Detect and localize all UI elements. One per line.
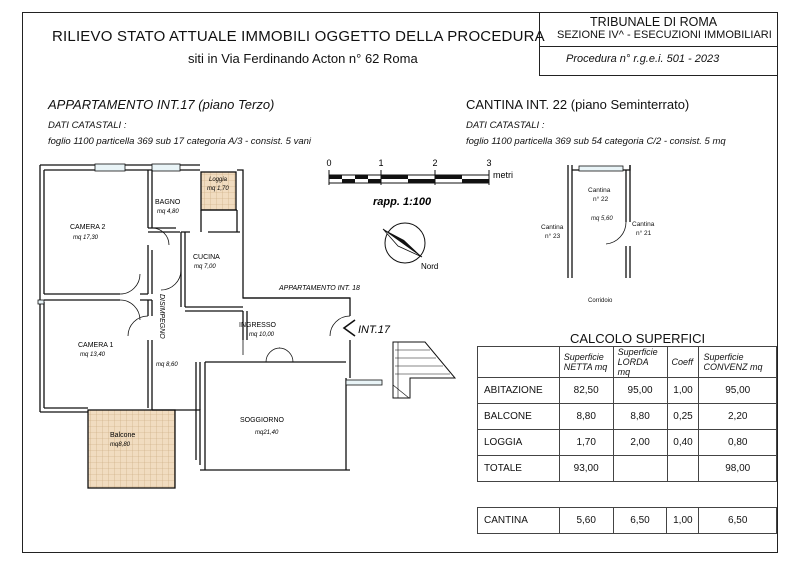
scale-tick-0: 0 bbox=[326, 158, 331, 168]
table-cell: 1,70 bbox=[558, 429, 614, 456]
cellar-23-label: Cantina bbox=[541, 224, 564, 231]
scale-ratio: rapp. 1:100 bbox=[373, 196, 432, 208]
room-cucina: CUCINA bbox=[193, 254, 220, 261]
area-calc-table: Superficie NETTA mq Superficie LORDA mq … bbox=[477, 346, 777, 482]
table-cell: 0,80 bbox=[698, 429, 777, 456]
room-ingresso-area: mq 10,00 bbox=[249, 332, 275, 338]
room-soggiorno-area: mq21,40 bbox=[255, 430, 279, 436]
north-label: Nord bbox=[421, 262, 438, 271]
court-section: SEZIONE IV^ - ESECUZIONI IMMOBILIARI bbox=[557, 29, 772, 41]
table-cell: 98,00 bbox=[698, 455, 777, 482]
scale-bar: 0 1 2 3 metri rapp. 1:100 bbox=[326, 158, 513, 208]
label-int17: INT.17 bbox=[358, 324, 391, 336]
scale-tick-1: 1 bbox=[378, 158, 383, 168]
table-cell bbox=[612, 455, 668, 482]
room-disimpegno-area: mq 8,60 bbox=[156, 362, 178, 368]
cellar-calc-table: CANTINA 5,60 6,50 1,00 6,50 bbox=[477, 507, 777, 534]
room-balcone-area: mq8,80 bbox=[110, 442, 131, 448]
room-disimpegno: DISIMPEGNO bbox=[158, 294, 165, 339]
table-cell: 82,50 bbox=[558, 377, 614, 404]
procedure-number: Procedura n° r.g.e.i. 501 - 2023 bbox=[566, 53, 720, 65]
cellar-heading: CANTINA INT. 22 (piano Seminterrato) bbox=[466, 97, 690, 112]
table-cell: BALCONE bbox=[477, 403, 560, 430]
table-cell: 2,20 bbox=[698, 403, 777, 430]
scale-tick-3: 3 bbox=[486, 158, 491, 168]
table-cell: 93,00 bbox=[558, 455, 614, 482]
table-cell: TOTALE bbox=[477, 455, 560, 482]
table-cell: 5,60 bbox=[558, 507, 614, 534]
calc-title: CALCOLO SUPERFICI bbox=[570, 331, 706, 346]
room-loggia-area: mq 1,70 bbox=[207, 186, 229, 192]
cellar-plan: Cantina n° 22 mq 5,60 Cantina n° 23 Cant… bbox=[541, 165, 655, 304]
cellar-22-number: n° 22 bbox=[593, 195, 609, 203]
room-loggia: Loggia bbox=[209, 177, 228, 183]
room-camera1: CAMERA 1 bbox=[78, 342, 114, 349]
table-header: Superficie LORDA mq bbox=[612, 346, 668, 378]
drawing-title: RILIEVO STATO ATTUALE IMMOBILI OGGETTO D… bbox=[52, 28, 545, 45]
table-header: Coeff bbox=[666, 346, 700, 378]
table-row: TOTALE 93,00 98,00 bbox=[477, 455, 777, 482]
apartment-plan bbox=[37, 163, 457, 489]
room-camera2: CAMERA 2 bbox=[70, 224, 106, 231]
room-soggiorno: SOGGIORNO bbox=[240, 417, 285, 424]
table-cell: 8,80 bbox=[558, 403, 614, 430]
table-header: Superficie CONVENZ mq bbox=[698, 346, 777, 378]
table-cell: 6,50 bbox=[698, 507, 777, 534]
drawing-subtitle: siti in Via Ferdinando Acton n° 62 Roma bbox=[188, 51, 418, 66]
apartment-cadastral-label: DATI CATASTALI : bbox=[48, 120, 127, 131]
table-cell: ABITAZIONE bbox=[477, 377, 560, 404]
table-cell: 95,00 bbox=[612, 377, 668, 404]
apartment-cadastral-data: foglio 1100 particella 369 sub 17 catego… bbox=[48, 136, 311, 147]
scale-tick-2: 2 bbox=[432, 158, 437, 168]
room-ingresso: INGRESSO bbox=[239, 322, 277, 329]
drawing-frame bbox=[22, 12, 778, 553]
table-cell: 1,00 bbox=[666, 507, 700, 534]
table-header-row: Superficie NETTA mq Superficie LORDA mq … bbox=[477, 346, 777, 378]
cellar-22-area: mq 5,60 bbox=[591, 216, 613, 222]
table-cell: 6,50 bbox=[612, 507, 668, 534]
cellar-21-label: Cantina bbox=[632, 221, 655, 228]
room-bagno: BAGNO bbox=[155, 199, 181, 206]
room-balcone: Balcone bbox=[110, 432, 135, 439]
table-row: BALCONE 8,80 8,80 0,25 2,20 bbox=[477, 403, 777, 430]
north-arrow-icon: Nord bbox=[382, 222, 438, 271]
table-cell: 0,25 bbox=[666, 403, 700, 430]
table-cell: 8,80 bbox=[612, 403, 668, 430]
cellar-cadastral-data: foglio 1100 particella 369 sub 54 catego… bbox=[466, 136, 726, 147]
balcony-area bbox=[87, 409, 176, 489]
label-appartamento-18: APPARTAMENTO INT. 18 bbox=[278, 285, 360, 292]
cellar-22-label: Cantina bbox=[588, 187, 611, 194]
table-cell: 0,40 bbox=[666, 429, 700, 456]
table-cell bbox=[666, 455, 700, 482]
table-row: ABITAZIONE 82,50 95,00 1,00 95,00 bbox=[477, 377, 777, 404]
room-labels: CAMERA 2 mq 17,30 BAGNO mq 4,80 Loggia m… bbox=[70, 177, 391, 448]
table-header bbox=[477, 346, 560, 378]
table-cell: LOGGIA bbox=[477, 429, 560, 456]
table-row: CANTINA 5,60 6,50 1,00 6,50 bbox=[477, 507, 777, 534]
cellar-23-number: n° 23 bbox=[545, 232, 561, 240]
cellar-corridor: Corridoio bbox=[588, 298, 613, 304]
room-camera2-area: mq 17,30 bbox=[73, 235, 99, 241]
scale-unit: metri bbox=[493, 170, 513, 180]
loggia-area bbox=[200, 171, 237, 211]
room-camera1-area: mq 13,40 bbox=[80, 352, 106, 358]
table-row: LOGGIA 1,70 2,00 0,40 0,80 bbox=[477, 429, 777, 456]
court-box bbox=[539, 12, 778, 76]
room-cucina-area: mq 7,00 bbox=[194, 264, 216, 270]
cellar-21-number: n° 21 bbox=[636, 229, 652, 237]
table-cell: 1,00 bbox=[666, 377, 700, 404]
table-cell: 2,00 bbox=[612, 429, 668, 456]
table-cell: 95,00 bbox=[698, 377, 777, 404]
court-name: TRIBUNALE DI ROMA bbox=[590, 15, 718, 29]
apartment-heading: APPARTAMENTO INT.17 (piano Terzo) bbox=[48, 97, 275, 112]
room-bagno-area: mq 4,80 bbox=[157, 209, 179, 215]
table-cell: CANTINA bbox=[477, 507, 560, 534]
table-header: Superficie NETTA mq bbox=[558, 346, 614, 378]
cellar-cadastral-label: DATI CATASTALI : bbox=[466, 120, 545, 131]
